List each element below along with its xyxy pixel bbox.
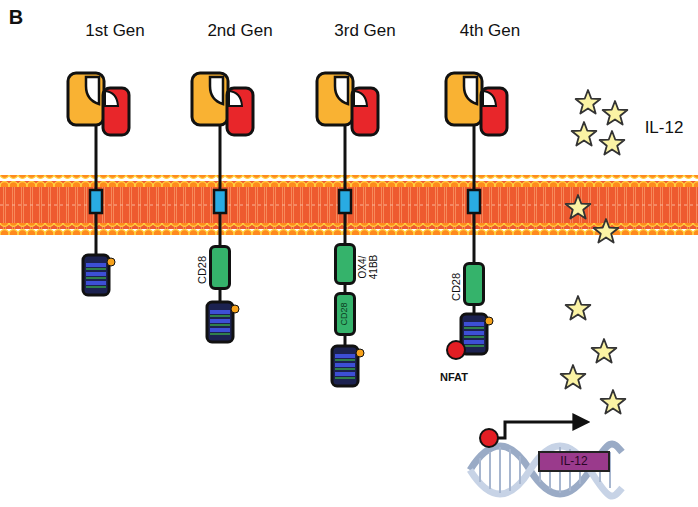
cytokine-star (600, 131, 625, 155)
cd3z-domain (332, 346, 364, 386)
factor-label: NFAT (440, 371, 468, 383)
cytokine-star (561, 365, 586, 389)
gene-box: IL-12 (538, 451, 610, 472)
lipid-heads-bottom (0, 223, 698, 235)
stalk (344, 335, 347, 346)
stalk (219, 213, 222, 246)
dna-helix (470, 444, 622, 496)
cd3z-domain (461, 314, 493, 354)
cytokine-star (572, 122, 597, 146)
lipid-heads-top (0, 175, 698, 187)
stalk (219, 289, 222, 302)
costim-domain: OX4/ 41BB (334, 243, 356, 285)
costim-domain: CD28 (334, 292, 356, 336)
gene-label: IL-12 (560, 455, 587, 468)
nfat-circle-shape (447, 341, 465, 359)
cd3z-domain (83, 255, 115, 295)
generation-title: 4th Gen (460, 22, 521, 41)
nfat-binding-site (480, 429, 498, 447)
panel-letter: B (9, 6, 23, 28)
cd3z-domain (207, 302, 239, 342)
domain-label: CD28 (340, 302, 350, 325)
cytokine-star (566, 195, 591, 219)
nfat-circle: NFAT (446, 340, 466, 360)
promoter-arrow (498, 422, 576, 438)
generation-title: 2nd Gen (207, 22, 272, 41)
scfv-domain (68, 73, 129, 213)
dna-strand (470, 446, 622, 496)
cytokine-star (601, 390, 626, 414)
domain-label: OX4/ 41BB (357, 250, 379, 284)
nfat-outline (446, 340, 466, 360)
domain-label: CD28 (450, 273, 462, 301)
scfv-domain (317, 73, 378, 213)
costim-domain: CD28 (209, 245, 231, 290)
generation-title: 3rd Gen (334, 22, 395, 41)
dna-rungs (480, 447, 610, 493)
costim-domain: CD28 (463, 262, 485, 306)
cytokine-star (592, 339, 617, 363)
scfv-domain (446, 73, 507, 213)
domain-label: CD28 (196, 256, 208, 284)
stalk (473, 213, 476, 263)
stalk (95, 213, 98, 255)
cytokine-star (594, 219, 619, 243)
cytokine-label: IL-12 (645, 119, 684, 138)
cytokine-star (566, 296, 591, 320)
stalk (344, 213, 347, 244)
cytokine-star (603, 101, 628, 125)
cytokine-star (576, 90, 601, 114)
scfv-domain (192, 73, 253, 213)
generation-title: 1st Gen (85, 22, 145, 41)
